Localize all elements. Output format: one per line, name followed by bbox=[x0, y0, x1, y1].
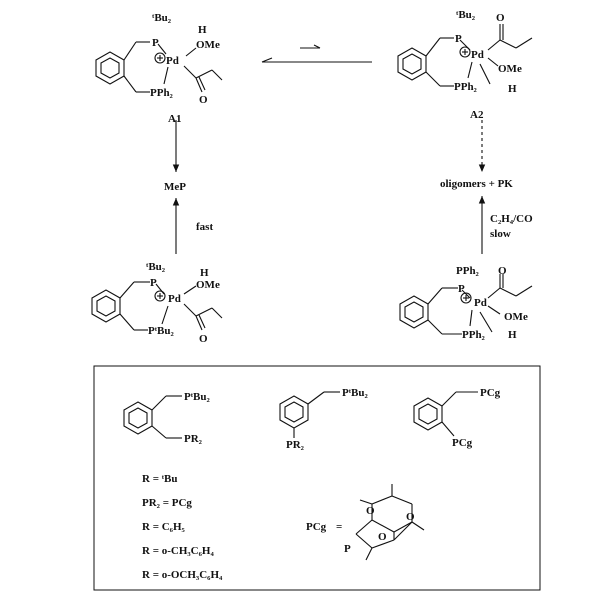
complex-A1: ᵗBu₂ P H OMe Pd PPh₂ O A1 bbox=[95, 12, 223, 125]
a1-p: P bbox=[152, 37, 159, 49]
a2-pph2: PPh₂ bbox=[454, 81, 478, 93]
pcg-p: P bbox=[344, 543, 351, 555]
a2-label: A2 bbox=[470, 109, 484, 121]
a1-pd: Pd bbox=[166, 55, 179, 67]
complex-A2: ᵗBu₂ O P Pd OMe PPh₂ H A2 bbox=[397, 9, 533, 121]
b1-tbu: ᵗBu₂ bbox=[146, 261, 166, 273]
pcg-o3: O bbox=[378, 531, 387, 543]
pcg-equals: = bbox=[336, 521, 342, 533]
oligomers-label: oligomers + PK bbox=[440, 178, 513, 190]
b2-pph2: PPh₂ bbox=[462, 329, 486, 341]
a2-tbu: ᵗBu₂ bbox=[456, 9, 476, 21]
r-def-2: PR₂ = PCg bbox=[142, 497, 192, 509]
b1-o: O bbox=[199, 333, 208, 345]
fast-label: fast bbox=[196, 221, 213, 233]
a2-p: P bbox=[455, 33, 462, 45]
lig3-pcg-b: PCg bbox=[452, 437, 473, 449]
b2-pph2-top: PPh₂ bbox=[456, 265, 480, 277]
b2-pd: Pd bbox=[474, 297, 487, 309]
r-def-4: R = o-CH₃C₆H₄ bbox=[142, 545, 214, 557]
complex-B2: PPh₂ O P Pd OMe PPh₂ H bbox=[399, 265, 533, 341]
pcg-label: PCg bbox=[306, 521, 327, 533]
r-def-5: R = o-OCH₃C₆H₄ bbox=[142, 569, 223, 581]
lig3-pcg-a: PCg bbox=[480, 387, 501, 399]
ligand-1: PᵗBu₂ PR₂ bbox=[123, 391, 211, 445]
ligand-3: PCg PCg bbox=[413, 387, 501, 449]
a1-tbu: ᵗBu₂ bbox=[152, 12, 172, 24]
r-definitions: R = ᵗBu PR₂ = PCg R = C₆H₅ R = o-CH₃C₆H₄… bbox=[142, 473, 223, 581]
b1-ome: OMe bbox=[196, 279, 220, 291]
b1-p: P bbox=[150, 277, 157, 289]
c2h4co-label: C₂H₄/CO bbox=[490, 213, 533, 225]
lig1-pr2: PR₂ bbox=[184, 433, 203, 445]
b2-ome: OMe bbox=[504, 311, 528, 323]
pcg-o1: O bbox=[366, 505, 375, 517]
b2-p: P bbox=[458, 283, 465, 295]
pcg-o2: O bbox=[406, 511, 415, 523]
a2-h: H bbox=[508, 83, 517, 95]
complex-B1: ᵗBu₂ P H OMe Pd PᵗBu₂ O bbox=[91, 261, 223, 345]
mep-label: MeP bbox=[164, 181, 186, 193]
b2-o: O bbox=[498, 265, 507, 277]
b2-h: H bbox=[508, 329, 517, 341]
b1-pd: Pd bbox=[168, 293, 181, 305]
arrows-vertical: MeP fast oligomers + PK C₂H₄/CO slow bbox=[164, 120, 533, 254]
a2-ome: OMe bbox=[498, 63, 522, 75]
equilibrium-arrows bbox=[261, 44, 372, 63]
ligand-2: PᵗBu₂ PR₂ bbox=[279, 387, 369, 451]
a1-label: A1 bbox=[168, 113, 181, 125]
a2-pd: Pd bbox=[471, 49, 484, 61]
a2-o: O bbox=[496, 12, 505, 24]
lig2-pr2: PR₂ bbox=[286, 439, 305, 451]
r-def-1: R = ᵗBu bbox=[142, 473, 178, 485]
slow-label: slow bbox=[490, 228, 511, 240]
a1-o: O bbox=[199, 94, 208, 106]
b1-ptbu2: PᵗBu₂ bbox=[148, 325, 175, 337]
r-def-3: R = C₆H₅ bbox=[142, 521, 186, 533]
a1-h: H bbox=[198, 24, 207, 36]
b1-h: H bbox=[200, 267, 209, 279]
lig2-ptbu2: PᵗBu₂ bbox=[342, 387, 369, 399]
legend-box bbox=[93, 365, 541, 591]
a1-pph2: PPh₂ bbox=[150, 87, 174, 99]
a1-ome: OMe bbox=[196, 39, 220, 51]
lig1-ptbu2: PᵗBu₂ bbox=[184, 391, 211, 403]
pcg-cage: PCg = O O O P bbox=[306, 484, 425, 561]
